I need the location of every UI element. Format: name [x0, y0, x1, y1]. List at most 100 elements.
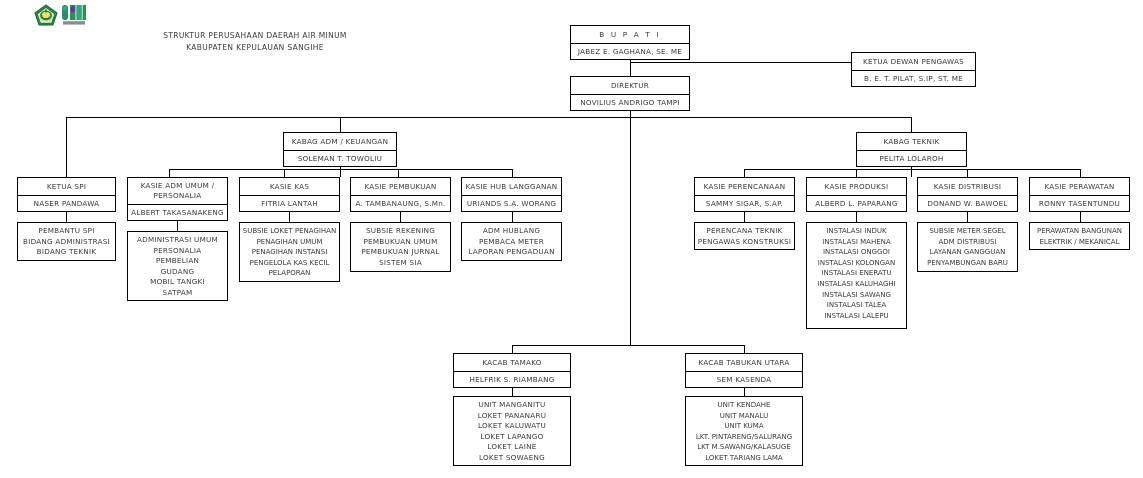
- connector-adm-umum-to-list: [177, 219, 178, 231]
- list-item: PENAGIHAN UMUM: [256, 237, 323, 246]
- node-bupati[interactable]: B U P A T I JABEZ E. GAGHANA, SE. ME: [570, 25, 690, 60]
- list-item: LAYANAN GANGGUAN: [929, 248, 1006, 257]
- node-kabag-adm-title: KABAG ADM / KEUANGAN: [291, 137, 389, 146]
- list-item: INSTALASI INDUK: [826, 227, 887, 235]
- node-kasie-kas-title: KASIE KAS: [269, 182, 310, 191]
- connector-kabag-teknik-down: [911, 165, 912, 177]
- list-ketua-spi[interactable]: PEMBANTU SPI BIDANG ADMINISTRASI BIDANG …: [17, 222, 116, 261]
- connector-kas-to-list: [289, 210, 290, 222]
- connector-teknik-bar-to-perawatan: [1080, 169, 1081, 177]
- node-kabag-teknik-title: KABAG TEKNIK: [883, 137, 940, 146]
- list-item: LAPORAN PENGADUAN: [468, 247, 555, 257]
- node-kacab-tabukan-utara[interactable]: KACAB TABUKAN UTARA SEM KASENDA: [685, 353, 803, 388]
- node-kacab-tamako[interactable]: KACAB TAMAKO HELFRIK S. RIAMBANG: [453, 353, 571, 388]
- node-kasie-pembukuan-name: A. TAMBANAUNG, S.Mn.: [351, 195, 450, 211]
- node-kasie-hub-langganan[interactable]: KASIE HUB LANGGANAN URIANDS S.A. WORANG: [461, 177, 562, 212]
- list-kacab-tamako[interactable]: UNIT MANGANITU LOKET PANANARU LOKET KALU…: [453, 396, 571, 466]
- list-kasie-kas[interactable]: SUBSIE LOKET PENAGIHAN PENAGIHAN UMUM PE…: [239, 222, 340, 282]
- page-title: STRUKTUR PERUSAHAAN DAERAH AIR MINUM KAB…: [148, 30, 362, 54]
- connector-perencanaan-to-list: [744, 210, 745, 222]
- node-kasie-produksi-name: ALBERD L. PAPARANG: [807, 195, 906, 211]
- list-item: BIDANG TEKNIK: [36, 247, 97, 257]
- node-kasie-produksi[interactable]: KASIE PRODUKSI ALBERD L. PAPARANG: [806, 177, 907, 212]
- list-item: PERAWATAN BANGUNAN: [1036, 227, 1123, 235]
- list-item: PENAGIHAN INSTANSI: [251, 248, 328, 257]
- list-item: SISTEM SIA: [379, 257, 422, 267]
- node-kabag-teknik[interactable]: KABAG TEKNIK PELITA LOLAROH: [856, 132, 967, 167]
- pdam-logo-icon: [61, 4, 87, 26]
- node-kabag-teknik-name: PELITA LOLAROH: [857, 150, 966, 166]
- list-item: INSTALASI TALEA: [826, 301, 887, 310]
- list-item: SUBSIE REKENING: [365, 226, 436, 235]
- list-item: BIDANG ADMINISTRASI: [23, 236, 110, 246]
- node-kasie-adm-umum-name: ALBERT TAKASANAKENG: [128, 204, 227, 220]
- connector-adm-bar-to-pembukuan: [398, 169, 399, 177]
- connector-kacab-bar: [512, 345, 744, 346]
- connector-kabag-adm-bar: [169, 169, 512, 170]
- list-item: LKT. PINTARENG/SALURANG: [695, 432, 793, 441]
- node-kasie-distribusi-title: KASIE DISTRIBUSI: [933, 182, 1002, 191]
- list-item: PEMBUKUAN JURNAL: [361, 247, 440, 257]
- node-bupati-title: B U P A T I: [599, 30, 661, 39]
- list-kacab-tabukan-utara[interactable]: UNIT KENDAHE UNIT MANALU UNIT KUMA LKT. …: [685, 396, 803, 466]
- list-item: ELEKTRIK / MEKANICAL: [1039, 237, 1120, 246]
- list-item: PENGAWAS KONSTRUKSI: [697, 236, 792, 246]
- node-kasie-perencanaan[interactable]: KASIE PERENCANAAN SAMMY SIGAR, S.AP.: [694, 177, 795, 212]
- list-item: PEMBUKUAN UMUM: [363, 236, 438, 246]
- list-item: PEMBELIAN: [155, 256, 200, 266]
- list-kasie-distribusi[interactable]: SUBSIE METER SEGEL ADM DISTRIBUSI LAYANA…: [917, 222, 1018, 272]
- list-kasie-adm-umum[interactable]: ADMINISTRASI UMUM PERSONALIA PEMBELIAN G…: [127, 231, 228, 301]
- list-item: UNIT KENDAHE: [717, 401, 771, 409]
- node-kasie-adm-umum-title-line2: PERSONALIA: [153, 191, 202, 200]
- node-kasie-pembukuan[interactable]: KASIE PEMBUKUAN A. TAMBANAUNG, S.Mn.: [350, 177, 451, 212]
- node-kabag-adm-name: SOLEMAN T. TOWOLIU: [284, 150, 396, 166]
- connector-bupati-to-direktur: [630, 62, 631, 76]
- list-item: UNIT MANALU: [719, 411, 769, 420]
- connector-teknik-bar-to-perencanaan: [744, 169, 745, 177]
- list-item: PEMBANTU SPI: [38, 226, 95, 235]
- connector-distribusi-to-list: [967, 210, 968, 222]
- list-item: PERENCANA TEKNIK: [706, 226, 783, 235]
- node-kasie-adm-umum[interactable]: KASIE ADM UMUM / PERSONALIA ALBERT TAKAS…: [127, 177, 228, 221]
- list-item: INSTALASI KOLONGAN: [817, 258, 896, 267]
- node-kasie-distribusi-name: DONAND W. BAWOEL: [918, 195, 1017, 211]
- list-item: PERSONALIA: [153, 245, 202, 255]
- connector-hublang-to-list: [512, 210, 513, 222]
- connector-tabukan-to-list: [744, 386, 745, 396]
- node-direktur-name: NOVILIUS ANDRIGO TAMPI: [571, 94, 689, 110]
- node-kasie-pembukuan-title: KASIE PEMBUKUAN: [364, 182, 437, 191]
- node-kasie-adm-umum-title-line1: KASIE ADM UMUM /: [140, 181, 215, 190]
- node-dewan-pengawas-title: KETUA DEWAN PENGAWAS: [862, 57, 964, 66]
- list-item: ADM DISTRIBUSI: [938, 237, 997, 246]
- node-kasie-perawatan[interactable]: KASIE PERAWATAN RONNY TASENTUNDU: [1029, 177, 1130, 212]
- connector-teknik-bar-to-distribusi: [967, 169, 968, 177]
- list-item: UNIT KUMA: [724, 422, 764, 431]
- list-kasie-perencanaan[interactable]: PERENCANA TEKNIK PENGAWAS KONSTRUKSI: [694, 222, 795, 250]
- node-kacab-tamako-title: KACAB TAMAKO: [482, 358, 542, 367]
- connector-kabag-adm-down: [340, 165, 341, 177]
- list-kasie-perawatan[interactable]: PERAWATAN BANGUNAN ELEKTRIK / MEKANICAL: [1029, 222, 1130, 250]
- list-item: PELAPORAN: [268, 269, 311, 278]
- connector-adm-bar-to-adm-umum: [169, 169, 170, 177]
- list-kasie-hub-langganan[interactable]: ADM HUBLANG PEMBACA METER LAPORAN PENGAD…: [461, 222, 562, 261]
- list-kasie-pembukuan[interactable]: SUBSIE REKENING PEMBUKUAN UMUM PEMBUKUAN…: [350, 222, 451, 272]
- node-bupati-name: JABEZ E. GAGHANA, SE. ME: [571, 43, 689, 59]
- node-kasie-distribusi[interactable]: KASIE DISTRIBUSI DONAND W. BAWOEL: [917, 177, 1018, 212]
- list-item: INSTALASI KALUHAGHI: [817, 279, 896, 288]
- connector-direktur-bar: [66, 117, 911, 118]
- list-kasie-produksi[interactable]: INSTALASI INDUK INSTALASI MAHENA INSTALA…: [806, 222, 907, 329]
- logo-group: [34, 4, 87, 26]
- connector-bar-to-kabag-adm: [340, 117, 341, 132]
- node-kabag-adm[interactable]: KABAG ADM / KEUANGAN SOLEMAN T. TOWOLIU: [283, 132, 397, 167]
- list-item: SUBSIE LOKET PENAGIHAN: [242, 227, 337, 235]
- node-ketua-spi[interactable]: KETUA SPI NASER PANDAWA: [17, 177, 116, 212]
- node-kasie-kas[interactable]: KASIE KAS FITRIA LANTAH: [239, 177, 340, 212]
- node-kasie-hub-langganan-title: KASIE HUB LANGGANAN: [465, 182, 558, 191]
- node-direktur[interactable]: DIREKTUR NOVILIUS ANDRIGO TAMPI: [570, 76, 690, 111]
- node-ketua-spi-name: NASER PANDAWA: [18, 195, 115, 211]
- connector-spi-to-list: [66, 210, 67, 222]
- list-item: ADMINISTRASI UMUM: [137, 235, 218, 244]
- node-dewan-pengawas[interactable]: KETUA DEWAN PENGAWAS B. E. T. PILAT, S.I…: [851, 52, 976, 87]
- node-ketua-spi-title: KETUA SPI: [46, 182, 87, 191]
- page-title-line2: KABUPATEN KEPULAUAN SANGIHE: [186, 43, 324, 52]
